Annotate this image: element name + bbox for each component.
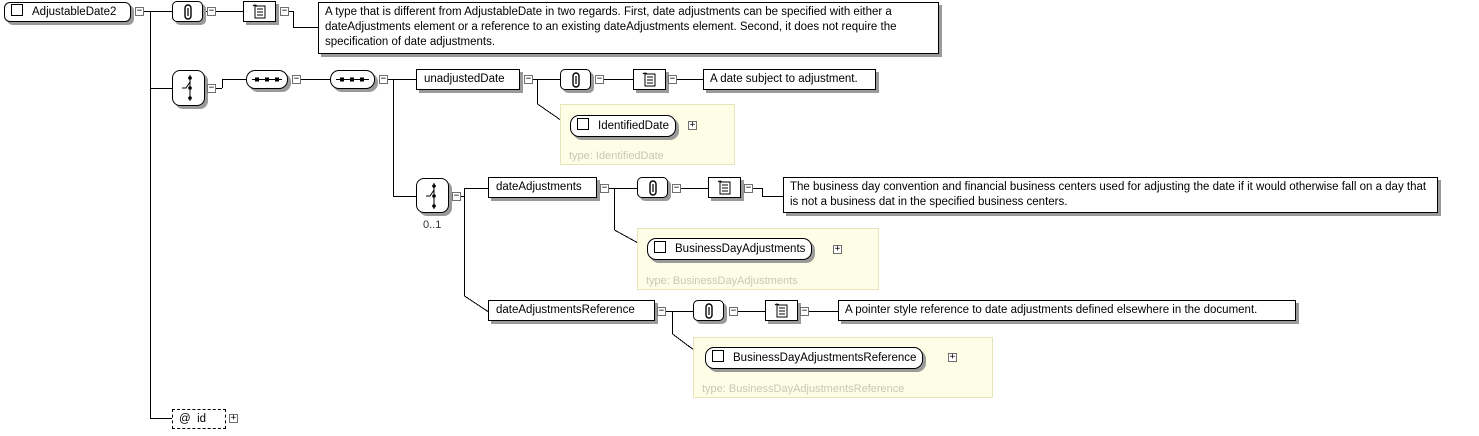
attribute-prefix: @ [179, 413, 191, 425]
complex-type-identified-date[interactable]: IdentifiedDate [570, 115, 676, 137]
collapse-icon[interactable]: − [207, 6, 216, 16]
documentation-icon[interactable] [765, 300, 798, 321]
collapse-icon[interactable]: − [744, 183, 753, 193]
collapse-icon[interactable]: − [729, 306, 738, 316]
collapse-icon[interactable]: − [135, 6, 144, 16]
expand-icon[interactable]: + [229, 413, 238, 423]
complex-type-business-day-adjustments-reference[interactable]: BusinessDayAdjustmentsReference [705, 347, 924, 369]
expand-icon[interactable]: + [688, 120, 697, 130]
collapse-icon[interactable]: − [595, 74, 604, 84]
documentation-icon[interactable] [243, 1, 276, 22]
annotation-icon[interactable] [693, 300, 724, 321]
collapse-icon[interactable]: − [600, 183, 609, 193]
expand-icon[interactable]: + [833, 244, 842, 254]
unadjusted-date-documentation: A date subject to adjustment. [703, 69, 876, 90]
collapse-icon[interactable]: − [292, 74, 301, 84]
element-date-adjustments[interactable]: dateAdjustments [488, 177, 597, 198]
collapse-icon[interactable]: − [672, 183, 681, 193]
root-name: AdjustableDate2 [32, 6, 117, 18]
date-adjustments-documentation: The business day convention and financia… [783, 177, 1438, 213]
element-unadjusted-date[interactable]: unadjustedDate [416, 69, 520, 90]
attribute-name: id [197, 413, 207, 425]
annotation-icon[interactable] [172, 1, 203, 22]
choice-icon[interactable] [172, 70, 205, 106]
collapse-icon[interactable]: − [280, 6, 289, 16]
type-box-identified-date: IdentifiedDate + type: IdentifiedDate [560, 104, 735, 165]
type-box-business-day-adjustments: BusinessDayAdjustments + type: BusinessD… [637, 228, 879, 290]
date-adjustments-reference-documentation: A pointer style reference to date adjust… [838, 300, 1296, 321]
choice-icon[interactable] [416, 178, 449, 213]
collapse-icon[interactable]: − [668, 74, 677, 84]
collapse-icon[interactable]: − [207, 83, 216, 93]
root-documentation: A type that is different from Adjustable… [318, 2, 939, 54]
element-date-adjustments-reference[interactable]: dateAdjustmentsReference [488, 300, 655, 321]
documentation-icon[interactable] [633, 69, 666, 90]
collapse-icon[interactable]: − [452, 191, 461, 201]
type-name: BusinessDayAdjustmentsReference [733, 352, 917, 364]
complex-type-icon [654, 241, 666, 253]
complex-type-icon [712, 350, 724, 362]
type-label: type: IdentifiedDate [569, 150, 664, 162]
choice-multiplicity: 0..1 [423, 219, 442, 231]
sequence-icon[interactable] [246, 70, 288, 89]
collapse-icon[interactable]: − [524, 74, 533, 84]
type-label: type: BusinessDayAdjustmentsReference [702, 383, 905, 395]
type-label: type: BusinessDayAdjustments [646, 275, 798, 287]
attribute-id[interactable]: @ id [172, 409, 226, 429]
complex-type-business-day-adjustments[interactable]: BusinessDayAdjustments [647, 238, 813, 260]
type-name: BusinessDayAdjustments [675, 243, 806, 255]
collapse-icon[interactable]: − [657, 306, 666, 316]
complex-type-icon [11, 4, 23, 16]
root-complex-type[interactable]: AdjustableDate2 [4, 2, 131, 22]
sequence-icon[interactable] [330, 70, 375, 89]
annotation-icon[interactable] [560, 69, 591, 90]
complex-type-icon [577, 118, 589, 130]
type-name: IdentifiedDate [598, 120, 669, 132]
collapse-icon[interactable]: − [800, 306, 809, 316]
annotation-icon[interactable] [637, 177, 668, 198]
documentation-icon[interactable] [708, 177, 741, 198]
expand-icon[interactable]: + [948, 352, 957, 362]
type-box-business-day-adjustments-reference: BusinessDayAdjustmentsReference + type: … [693, 337, 993, 398]
collapse-icon[interactable]: − [379, 74, 388, 84]
